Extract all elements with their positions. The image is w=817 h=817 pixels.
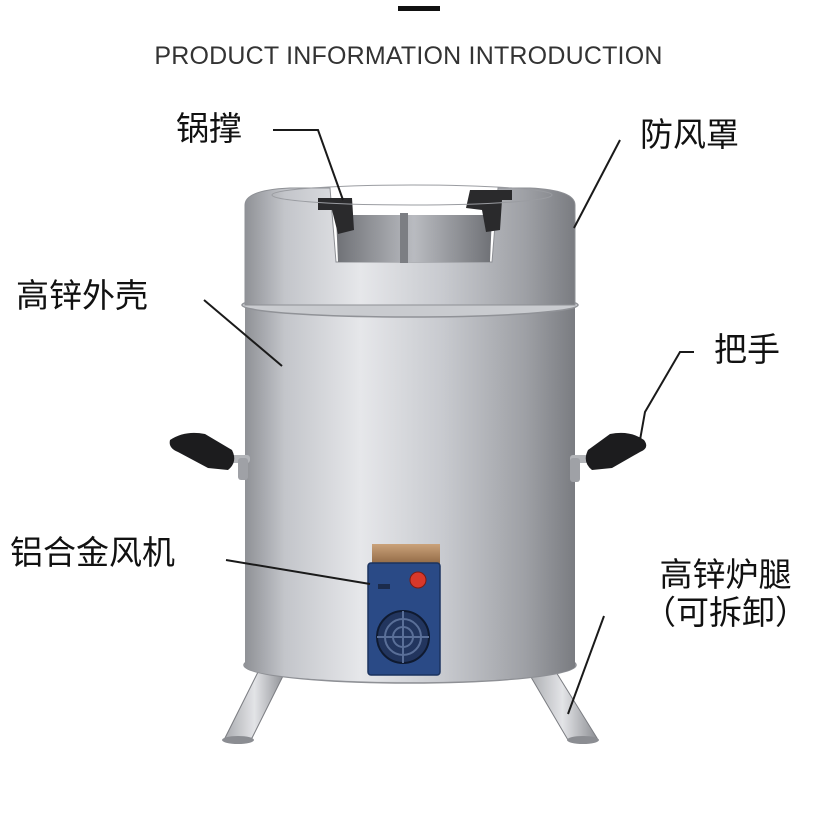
- blower-fan: [367, 544, 441, 676]
- callout-line-handle: [639, 351, 694, 441]
- label-legs-line1: 高锌炉腿: [659, 555, 792, 594]
- callout-line-pot-support: [273, 129, 344, 201]
- callout-line-shell: [203, 299, 283, 367]
- decorative-top-bar: [398, 6, 440, 11]
- page-title: PRODUCT INFORMATION INTRODUCTION: [154, 42, 663, 70]
- callout-lines: [203, 129, 694, 715]
- handle-right: [570, 432, 647, 482]
- callout-line-fan: [225, 559, 371, 585]
- label-windshield: 防风罩: [640, 115, 739, 154]
- callout-line-legs: [567, 615, 605, 715]
- label-handle: 把手: [714, 330, 780, 369]
- label-legs: 高锌炉腿 （可拆卸）: [643, 556, 808, 632]
- label-pot-support: 锅撑: [176, 109, 242, 148]
- label-fan: 铝合金风机: [10, 533, 175, 572]
- handle-left: [169, 432, 250, 480]
- pot-support: [271, 184, 553, 234]
- callout-line-windshield: [573, 139, 621, 229]
- label-shell: 高锌外壳: [16, 276, 148, 315]
- label-legs-line2: （可拆卸）: [643, 592, 808, 632]
- windshield: [244, 187, 576, 306]
